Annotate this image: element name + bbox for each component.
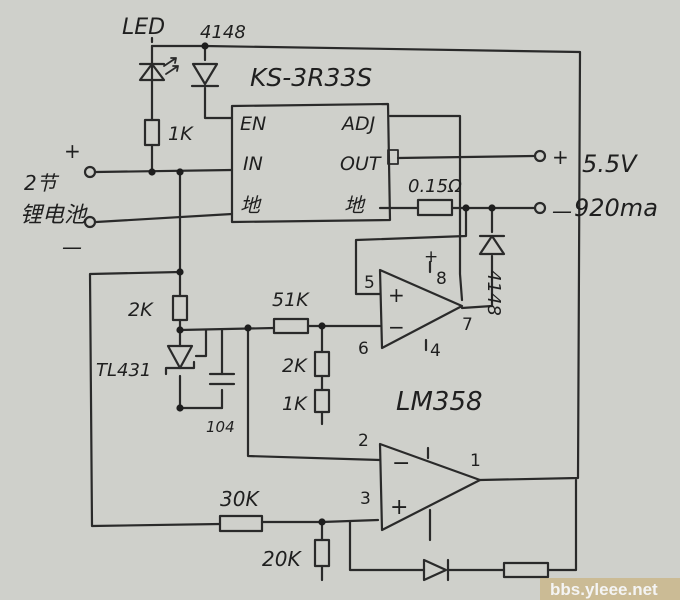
resistor-1k-top: 1K	[143, 118, 194, 147]
adj-wire	[388, 114, 464, 302]
opamp1-pin7: 7	[462, 315, 473, 335]
r1k-top-label: 1K	[168, 123, 194, 145]
bottom-diode	[422, 558, 450, 582]
battery-plus-sign: +	[64, 139, 81, 163]
op1-plus-wire	[354, 206, 468, 296]
capacitor-104: 104	[206, 372, 236, 436]
diode-top-label: 4148	[200, 22, 246, 43]
opamp-1: + − 5 8 + 6 7 4	[358, 247, 473, 361]
opamp1-vplus: +	[424, 247, 438, 267]
top-feedback-wire	[150, 44, 582, 482]
output-labels: + — 5.5V 920ma	[552, 145, 658, 223]
diode-right-label: 4148	[483, 270, 504, 316]
opamp2-body	[378, 442, 482, 532]
resistor-2k-ref: 2K	[128, 294, 189, 322]
ic-name: KS-3R33S	[250, 63, 372, 92]
wires	[88, 36, 582, 582]
battery-minus-sign: —	[62, 235, 82, 259]
opamp2-plus: +	[390, 495, 408, 520]
watermark-text: bbs.yleee.net	[550, 580, 658, 599]
sense-resistor: 0.15Ω	[408, 176, 462, 217]
en-wire	[203, 86, 234, 120]
ic-pin-adj: ADJ	[340, 113, 376, 135]
battery-plus-wire	[94, 168, 234, 174]
opamp1-pin5: 5	[364, 273, 375, 293]
ic-out-pad	[387, 149, 399, 165]
battery-minus-wire	[94, 212, 234, 224]
led-symbol: LED	[122, 15, 179, 82]
diode-top: 4148	[190, 22, 246, 88]
resistor-20k: 20K	[262, 538, 331, 571]
resistor-30k: 30K	[218, 487, 264, 533]
junctions	[148, 42, 496, 526]
op2-output-loop	[546, 478, 578, 572]
r1k-div-label: 1K	[282, 393, 308, 415]
opamp2-pin1: 1	[470, 451, 481, 471]
output-plus-terminal	[533, 149, 547, 163]
op2-minus-wire	[246, 326, 382, 462]
opamp2-pin2: 2	[358, 431, 369, 451]
r30k-label: 30K	[220, 487, 260, 511]
opamp1-pin4: 4	[430, 341, 441, 361]
tl431-gnd-wire	[178, 374, 224, 410]
sense-resistor-label: 0.15Ω	[408, 176, 462, 197]
tl431: TL431	[96, 344, 196, 381]
cap-label: 104	[206, 418, 235, 436]
ic-pin-out: OUT	[340, 153, 382, 175]
watermark: bbs.yleee.net	[540, 578, 680, 600]
opamp1-plus: +	[388, 283, 405, 307]
ic-pin-gnd-right: 地	[344, 193, 366, 217]
ic-pin-in: IN	[243, 153, 263, 175]
battery-plus-terminal	[83, 165, 97, 179]
op2-bottom-wire	[348, 520, 426, 572]
out-plus-sign: +	[552, 145, 569, 169]
battery-minus-terminal	[83, 215, 97, 229]
ic-pin-en: EN	[240, 113, 266, 135]
r2k-div-label: 2K	[282, 355, 308, 377]
ref-node-wire	[178, 326, 276, 332]
out-wire	[396, 154, 536, 160]
r20k-label: 20K	[262, 547, 302, 571]
battery-labels: + 2节 锂电池 —	[20, 139, 88, 259]
resistor-1k-div	[313, 388, 331, 414]
bottom-resistor	[502, 561, 550, 579]
ic-pin-gnd-left: 地	[240, 193, 262, 217]
opamp2-minus: −	[392, 451, 410, 476]
diode-right: 4148	[478, 234, 506, 316]
out-voltage: 5.5V	[582, 150, 638, 178]
opamp2-pin3: 3	[360, 489, 371, 509]
opamp1-minus: −	[388, 315, 405, 339]
led-label: LED	[122, 15, 165, 40]
lm358-label: LM358	[396, 387, 483, 417]
divider: 2K 1K	[282, 350, 331, 415]
terminals	[83, 149, 547, 229]
battery-line1: 2节	[24, 171, 60, 195]
resistor-51k: 51K	[272, 289, 310, 335]
ic-body	[230, 102, 392, 224]
opamp1-body	[378, 268, 464, 350]
output-minus-terminal	[533, 201, 547, 215]
battery-line2: 锂电池	[20, 203, 88, 228]
opamp1-pin6: 6	[358, 339, 369, 359]
r51k-label: 51K	[272, 289, 310, 311]
ks3r33s-ic: KS-3R33S EN IN 地 ADJ OUT 地	[230, 63, 399, 224]
r2k-ref-label: 2K	[128, 299, 154, 321]
opamp1-pin8: 8	[436, 269, 447, 289]
out-minus-sign: —	[552, 199, 572, 223]
resistor-2k-div	[313, 350, 331, 378]
opamp-2: − + 2 3 1	[358, 431, 482, 532]
led-arrow-icon	[163, 57, 177, 67]
tl431-label: TL431	[96, 360, 151, 381]
out-current: 920ma	[574, 194, 658, 222]
left-loop-wire	[88, 270, 222, 528]
diode-right-wire	[460, 254, 494, 310]
